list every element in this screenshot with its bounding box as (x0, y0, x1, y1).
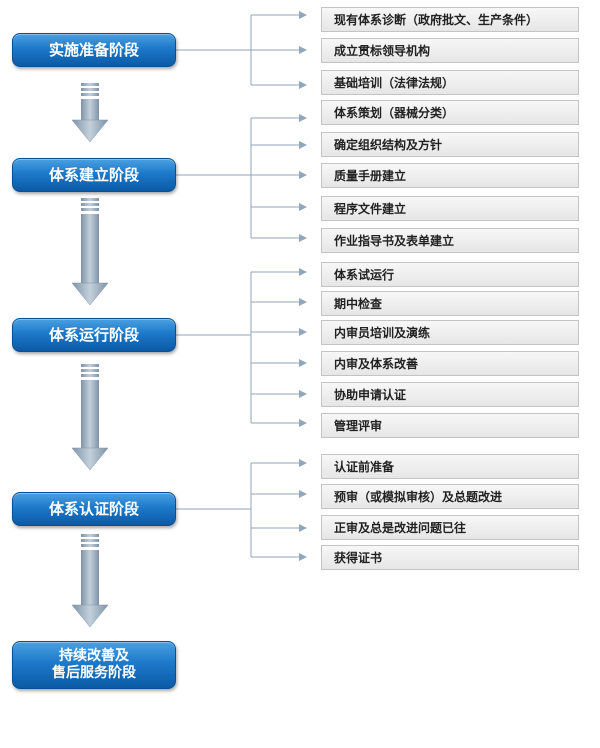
final-stage-line1: 持续改善及 (59, 648, 129, 664)
step-label: 程序文件建立 (334, 202, 407, 216)
step-label: 正审及总是改进问题已往 (334, 521, 467, 535)
step-box: 体系试运行 (321, 262, 579, 287)
stage-arrows (71, 83, 109, 628)
step-label: 协助申请认证 (334, 388, 407, 402)
down-arrow-icon (71, 83, 109, 143)
step-label: 成立贯标领导机构 (334, 44, 431, 58)
step-box: 内审及体系改善 (321, 351, 579, 376)
stage-box-preparation: 实施准备阶段 (12, 33, 176, 67)
step-label: 认证前准备 (334, 460, 395, 474)
stage-label: 体系认证阶段 (48, 499, 139, 518)
stage-box-operation: 体系运行阶段 (12, 318, 176, 352)
step-box: 作业指导书及表单建立 (321, 228, 579, 253)
step-box: 程序文件建立 (321, 196, 579, 221)
stage-label: 体系运行阶段 (48, 325, 139, 344)
step-label: 确定组织结构及方针 (334, 138, 443, 152)
step-box: 预审（或模拟审核）及总题改进 (321, 484, 579, 509)
step-label: 获得证书 (334, 551, 383, 565)
step-label: 管理评审 (334, 419, 383, 433)
stage-box-continuous-improvement: 持续改善及 售后服务阶段 (12, 641, 176, 689)
stage-label: 实施准备阶段 (48, 40, 139, 59)
step-label: 体系策划（器械分类） (334, 106, 455, 120)
step-box: 基础培训（法律法规） (321, 70, 579, 95)
step-box: 期中检查 (321, 291, 579, 316)
stage-box-certification: 体系认证阶段 (12, 492, 176, 526)
step-box: 获得证书 (321, 545, 579, 570)
step-label: 体系试运行 (334, 268, 395, 282)
step-box: 认证前准备 (321, 454, 579, 479)
stage-label: 体系建立阶段 (48, 165, 139, 184)
step-box: 确定组织结构及方针 (321, 132, 579, 157)
step-label: 期中检查 (334, 297, 383, 311)
step-box: 体系策划（器械分类） (321, 100, 579, 125)
step-box: 管理评审 (321, 413, 579, 438)
step-label: 作业指导书及表单建立 (334, 234, 455, 248)
step-box: 正审及总是改进问题已往 (321, 515, 579, 540)
down-arrow-icon (71, 534, 109, 628)
stage-box-establishment: 体系建立阶段 (12, 158, 176, 192)
step-label: 基础培训（法律法规） (334, 76, 455, 90)
step-box: 现有体系诊断（政府批文、生产条件） (321, 7, 579, 32)
step-box: 内审员培训及演练 (321, 320, 579, 345)
step-label: 现有体系诊断（政府批文、生产条件） (334, 13, 539, 27)
step-label: 内审员培训及演练 (334, 326, 431, 340)
down-arrow-icon (71, 364, 109, 471)
step-label: 内审及体系改善 (334, 357, 419, 371)
step-label: 质量手册建立 (334, 169, 407, 183)
step-box: 协助申请认证 (321, 382, 579, 407)
final-stage-line2: 售后服务阶段 (52, 665, 136, 681)
step-box: 质量手册建立 (321, 163, 579, 188)
step-box: 成立贯标领导机构 (321, 38, 579, 63)
connector-lines (176, 11, 307, 561)
step-label: 预审（或模拟审核）及总题改进 (334, 490, 503, 504)
down-arrow-icon (71, 198, 109, 306)
